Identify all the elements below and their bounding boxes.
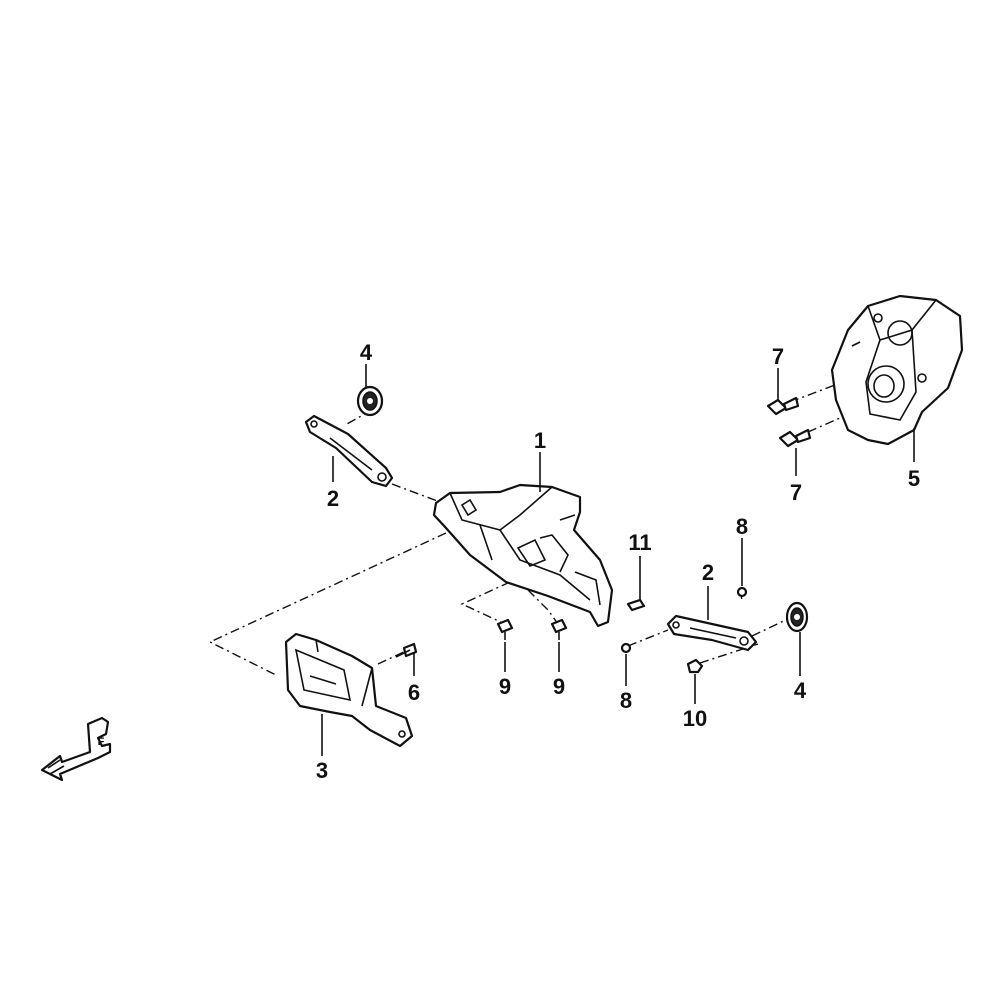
part-8-top-pin (736, 586, 748, 598)
part-8-bottom-pin (620, 642, 632, 654)
callout-8-top: 8 (736, 514, 748, 539)
callout-7-bottom: 7 (790, 480, 802, 505)
part-7-top-bolt (766, 396, 800, 416)
part-9-right-screw (550, 618, 568, 640)
part-10-nut (686, 658, 704, 674)
part-7-bottom-bolt (778, 428, 812, 448)
callout-7-top: 7 (772, 344, 784, 369)
part-4-top-grommet (356, 385, 384, 417)
part-6-bolt (395, 642, 418, 658)
callout-10: 10 (683, 706, 707, 731)
callout-3: 3 (316, 758, 328, 783)
part-3-bracket (284, 632, 414, 748)
callout-5: 5 (908, 466, 920, 491)
callout-8-bottom: 8 (620, 688, 632, 713)
part-11-clip (626, 598, 646, 612)
callout-labels: 1 2 2 3 4 4 5 6 7 7 8 8 9 9 10 11 (316, 340, 920, 783)
callout-1: 1 (534, 428, 546, 453)
front-direction-arrow-icon (40, 716, 112, 782)
callout-4-top: 4 (360, 340, 373, 365)
callout-11: 11 (628, 530, 651, 555)
part-2-left-link (304, 414, 394, 488)
callout-2-left: 2 (327, 486, 339, 511)
part-5-cover (830, 294, 964, 446)
leader-lines (321, 364, 915, 756)
callout-4-right: 4 (794, 678, 807, 703)
part-9-left-screw (496, 618, 514, 640)
callout-9-right: 9 (553, 674, 565, 699)
callout-9-left: 9 (499, 674, 511, 699)
part-2-right-link (666, 614, 758, 652)
part-4-right-grommet (785, 601, 809, 633)
direction-marker-letter: F (98, 736, 105, 748)
callout-6: 6 (408, 680, 420, 705)
part-1-main-bracket (432, 483, 614, 628)
callout-2-right: 2 (702, 560, 714, 585)
